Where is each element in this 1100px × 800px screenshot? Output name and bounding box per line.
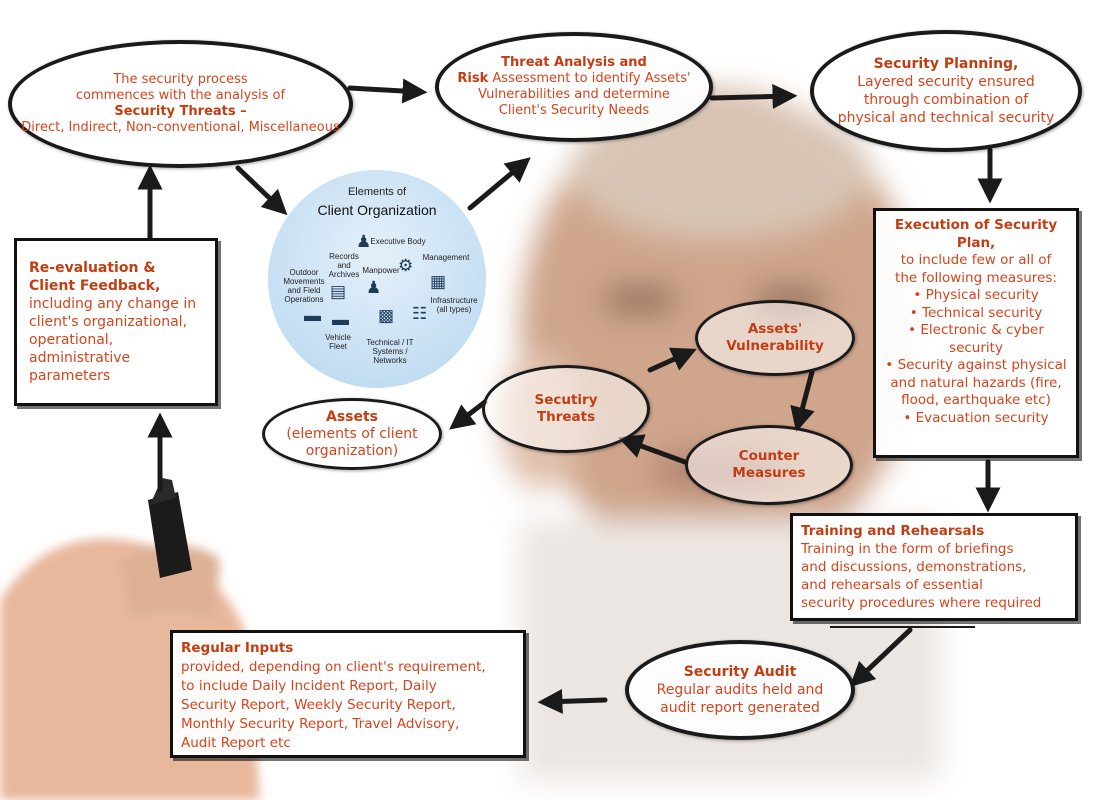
management-icon: ⚙: [398, 256, 414, 275]
threats-types: Direct, Indirect, Non-conventional, Misc…: [21, 120, 340, 135]
arrow-training-to-audit: [849, 627, 913, 688]
arrow-org-to-analysis: [467, 157, 531, 211]
threats-cycle-line-2: Threats: [536, 409, 596, 425]
records-icon: ▤: [330, 282, 347, 301]
computer-icon: ▩: [378, 306, 395, 325]
client-organization-circle: Elements of Client Organization Executiv…: [268, 170, 486, 388]
audit-line-1: Regular audits held and: [656, 682, 824, 698]
reeval-line-1: including any change in: [29, 296, 197, 312]
execution-line-1: to include few or all of: [900, 252, 1052, 268]
org-header-2: Client Organization: [317, 202, 437, 218]
security-audit-node: Security Audit Regular audits held and a…: [625, 640, 855, 740]
security-threats-cycle-node: Secutiry Threats: [482, 365, 650, 453]
infrastructure-icon: ▦: [430, 272, 447, 291]
risk-line-3: Vulnerabilities and determine: [478, 87, 670, 102]
arrow-threats-to-vulnerability: [647, 347, 697, 373]
planning-line-1: Layered security ensured: [857, 74, 1035, 90]
org-label-manpower: Manpower: [362, 266, 400, 275]
executive-icon: ♟: [356, 232, 372, 251]
manpower-icon: ♟: [366, 278, 382, 297]
reeval-line-5: parameters: [29, 368, 111, 384]
org-header-1: Elements of: [347, 186, 407, 198]
vehicle-icon: ▬: [304, 306, 321, 325]
org-label-infrastructure: Infrastructure (all types): [430, 296, 478, 314]
security-threats-node: The security process commences with the …: [8, 40, 353, 168]
threats-cycle-line-1: Secutiry: [534, 392, 598, 408]
inputs-line-3: Security Report, Weekly Security Report,: [181, 697, 456, 713]
reeval-title-1: Re-evaluation &: [29, 260, 156, 276]
marker-pen: [148, 478, 192, 578]
org-label-records: Records and Archives: [328, 252, 360, 279]
execution-line-2: the following measures:: [895, 269, 1057, 286]
assets-node: Assets (elements of client organization): [262, 398, 442, 470]
inputs-title: Regular Inputs: [181, 640, 294, 656]
inputs-line-1: provided, depending on client's requirem…: [181, 659, 486, 675]
inputs-line-4: Monthly Security Report, Travel Advisory…: [181, 716, 460, 732]
planning-line-2: through combination of: [863, 92, 1029, 108]
regular-inputs-box: Regular Inputs provided, depending on cl…: [170, 630, 526, 758]
measures-list: Physical security Technical security Ele…: [880, 287, 1072, 427]
arrow-analysis-to-planning: [709, 83, 798, 109]
network-icon: ☷: [412, 304, 428, 323]
measure-item: Physical security: [880, 287, 1072, 305]
arrow-threats-to-assets: [449, 399, 488, 430]
security-planning-node: Security Planning, Layered security ensu…: [810, 30, 1082, 152]
training-line-3: and rehearsals of essential: [801, 577, 983, 593]
execution-title: Execution of Security Plan,: [894, 217, 1058, 251]
arrow-audit-to-inputs: [537, 688, 608, 714]
arrow-counter-to-threats: [617, 434, 688, 465]
vehicle-icon: ▬: [332, 310, 349, 329]
counter-line-1: Counter: [738, 448, 800, 464]
planning-title: Security Planning,: [873, 56, 1019, 72]
org-label-vehicle: Vehicle Fleet: [325, 333, 351, 351]
reeval-line-4: administrative: [29, 350, 131, 366]
planning-line-3: physical and technical security: [837, 110, 1055, 126]
org-label-technical: Technical / IT Systems / Networks: [366, 338, 414, 365]
risk-line-4: Client's Security Needs: [498, 103, 650, 118]
risk-bold: Risk: [457, 71, 489, 86]
org-label-outdoor: Outdoor Movements and Field Operations: [283, 268, 325, 304]
measure-item: Technical security: [880, 305, 1072, 323]
assets-vulnerability-node: Assets' Vulnerability: [695, 300, 855, 376]
measure-item: Security against physical and natural ha…: [880, 357, 1072, 410]
threats-bold: Security Threats –: [114, 104, 247, 119]
measure-item: Evacuation security: [880, 410, 1072, 428]
reeval-line-2: client's organizational,: [29, 314, 188, 330]
org-label-executive: Executive Body: [370, 237, 426, 246]
assets-line-1: (elements of client: [286, 425, 418, 442]
inputs-line-2: to include Daily Incident Report, Daily: [181, 678, 437, 694]
org-label-management: Management: [422, 253, 470, 262]
threats-line-2: commences with the analysis of: [75, 88, 286, 103]
training-line-1: Training in the form of briefings: [801, 541, 1014, 557]
execution-box: Execution of Security Plan, to include f…: [873, 208, 1079, 458]
counter-line-2: Measures: [732, 465, 806, 481]
audit-title: Security Audit: [683, 664, 797, 680]
counter-measures-node: Counter Measures: [685, 425, 853, 505]
training-box: Training and Rehearsals Training in the …: [790, 513, 1078, 621]
risk-line-rest: Assessment to identify Assets': [488, 71, 691, 86]
arrow-threats-to-org: [235, 165, 288, 216]
reeval-line-3: operational,: [29, 332, 114, 348]
audit-line-2: audit report generated: [660, 700, 820, 716]
measure-item: Electronic & cyber security: [880, 322, 1072, 357]
reeval-title-2: Client Feedback,: [29, 278, 161, 294]
arrow-vulnerability-to-counter: [790, 369, 815, 433]
training-title: Training and Rehearsals: [801, 523, 985, 539]
vulnerability-line-2: Vulnerability: [726, 338, 824, 354]
assets-line-2: organization): [305, 442, 399, 459]
assets-title: Assets: [325, 408, 379, 425]
training-line-4: security procedures where required: [801, 595, 1042, 611]
training-line-2: and discussions, demonstrations,: [801, 559, 1027, 575]
threats-line-1: The security process: [113, 72, 248, 87]
arrow-threats-to-analysis: [347, 78, 428, 104]
reevaluation-box: Re-evaluation & Client Feedback, includi…: [14, 238, 218, 406]
threat-risk-title: Threat Analysis and: [501, 55, 647, 70]
vulnerability-line-1: Assets': [747, 321, 803, 337]
inputs-line-5: Audit Report etc: [181, 735, 291, 751]
threat-risk-node: Threat Analysis and Risk Assessment to i…: [435, 32, 713, 142]
